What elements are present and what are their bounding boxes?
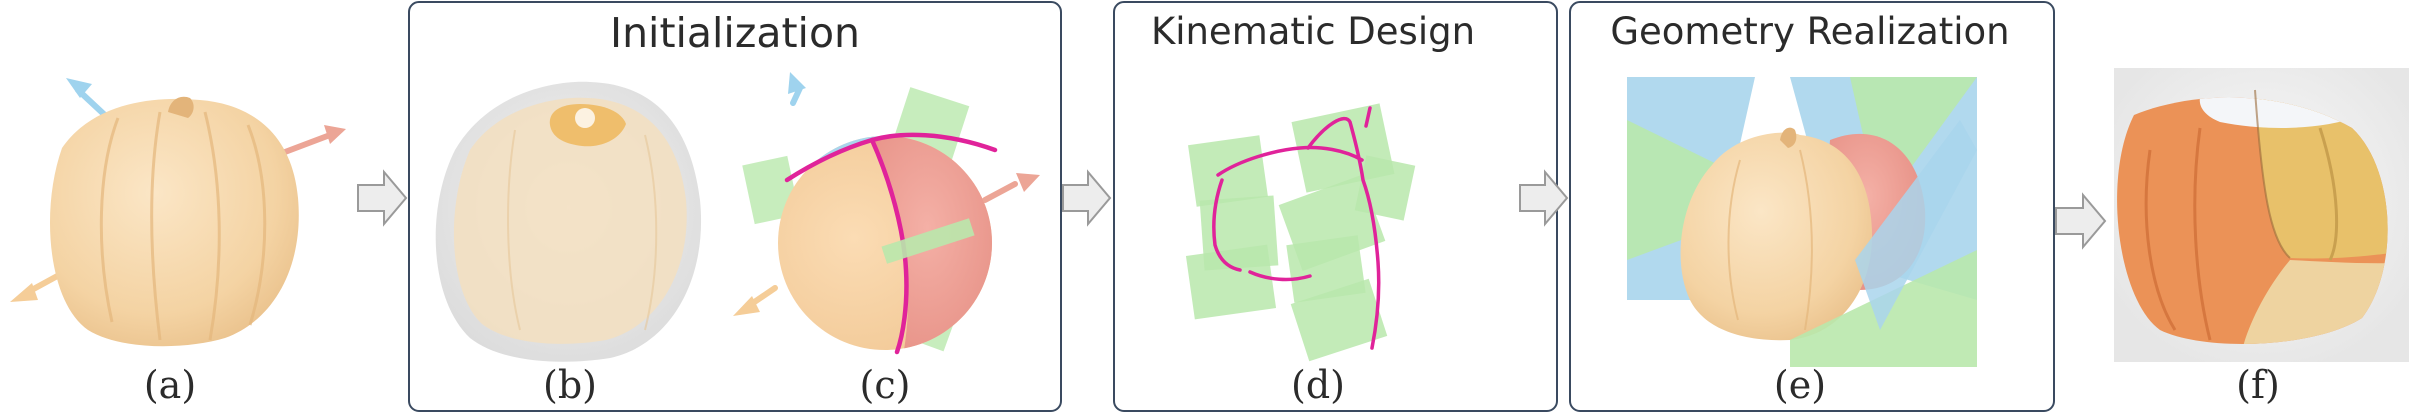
label-d: (d)	[1291, 363, 1345, 407]
title-geometry: Geometry Realization	[1610, 10, 2009, 53]
panel-initialization	[408, 1, 1062, 412]
geometry-e	[1627, 77, 1977, 367]
sphere-c	[733, 72, 1040, 355]
label-b: (b)	[543, 363, 597, 407]
kinematic-chain-d	[1185, 103, 1416, 362]
arrow-3	[1519, 169, 1569, 227]
label-a: (a)	[144, 363, 196, 407]
pumpkin-a	[10, 78, 346, 347]
arrow-2	[1062, 169, 1112, 227]
pumpkin-b	[435, 81, 702, 362]
label-e: (e)	[1774, 363, 1826, 407]
title-initialization: Initialization	[610, 9, 860, 57]
panel-geometry	[1569, 1, 2055, 412]
arrow-1	[357, 169, 408, 227]
photo-f	[2114, 68, 2409, 362]
title-kinematic: Kinematic Design	[1151, 10, 1475, 53]
label-c: (c)	[860, 363, 911, 407]
label-f: (f)	[2236, 363, 2280, 407]
arrow-4	[2055, 192, 2107, 250]
